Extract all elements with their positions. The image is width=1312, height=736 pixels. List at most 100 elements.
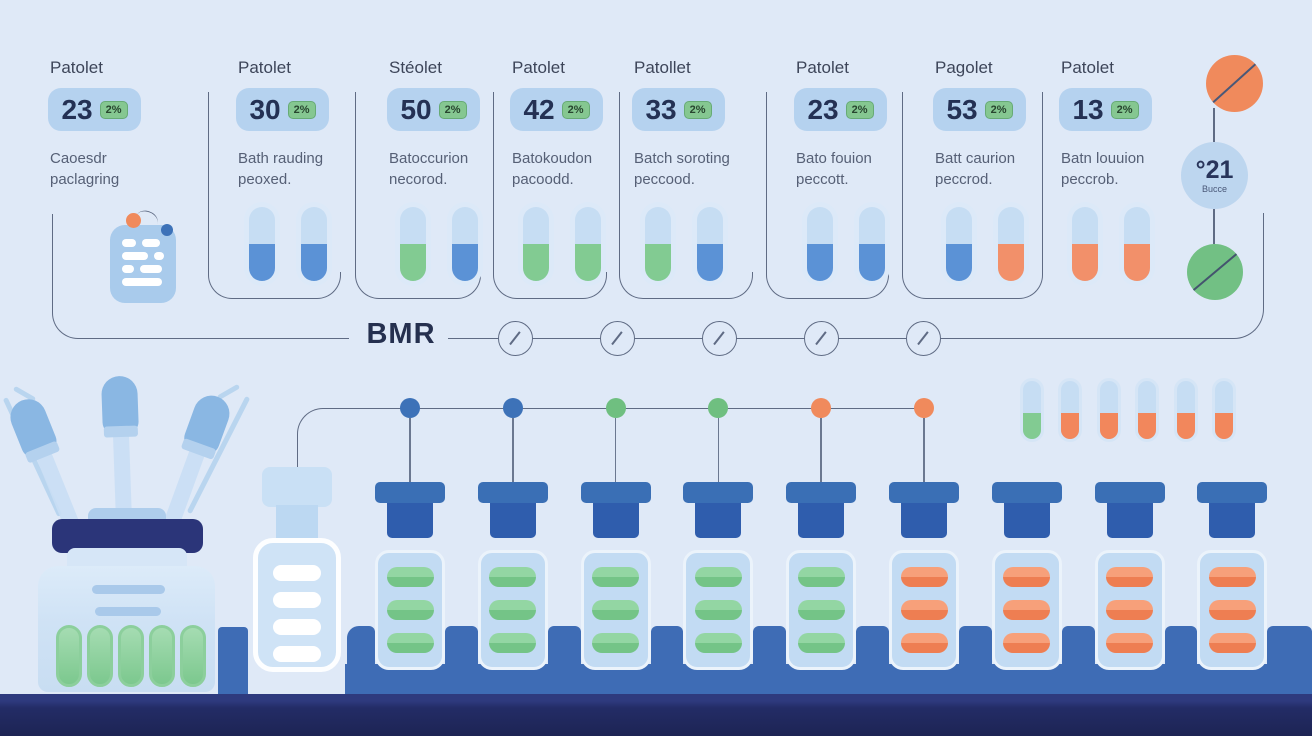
process-drop-line [614,418,617,482]
stopper-cap-top [889,482,959,503]
card-count: 13 [1072,93,1104,125]
card-description: Bato fouion peccott. [796,150,872,188]
capsule-body [1072,207,1098,281]
conveyor-block [347,626,375,694]
flow-connector-line [1213,108,1215,142]
conveyor-block [959,626,992,694]
blister-pill [1106,600,1154,620]
process-drop-line [409,418,411,482]
blister-vial [889,550,959,670]
bmr-label: BMR [362,318,440,351]
conveyor-block [1061,626,1095,694]
card-percent-chip: 2% [438,100,467,119]
blister-pill [1003,600,1051,620]
blister-vial [1094,550,1165,670]
process-drop-line [820,418,822,482]
capsule-row-fill [1138,412,1157,439]
process-dot [914,398,934,418]
check-circle-icon [600,321,635,356]
conveyor-block [1267,626,1312,694]
temp-circle: °21 Bucce [1181,142,1248,209]
capsule-row-fill [1099,412,1118,439]
capsule-icon [692,202,728,286]
capsule-fill [452,244,478,281]
stopper-cap-top [1197,482,1268,503]
capsule-icon [244,202,280,286]
card-percent-chip: 2% [984,100,1013,119]
process-dot [400,398,420,418]
capsule-icon [447,202,483,286]
card-title: Patolet [50,58,103,77]
blister-pill [489,600,537,620]
capsule-fill [523,244,549,281]
blister-pill [1106,633,1154,653]
stopper-cap-top [786,482,857,503]
doc-text-line [122,239,136,247]
card-bracket-line [493,92,583,299]
card-count: 30 [249,93,281,125]
conveyor-block [547,626,581,694]
doc-text-line [122,278,162,286]
capsule-fill [859,244,885,281]
blister-pill [592,567,640,587]
card-description: Batokoudon pacoodd. [512,150,593,188]
stopper-cap-base [901,503,947,538]
process-drop-line [512,418,514,482]
blister-pill [1208,600,1256,620]
blister-vial [1197,550,1268,670]
white-vial-pill [273,592,321,608]
capsule-row-body [1099,381,1118,439]
capsule-fill [400,244,426,281]
capsule-fill [1124,244,1150,281]
capsule-body [998,207,1024,281]
bmr-line-left [52,214,349,339]
card-count: 50 [400,93,432,125]
doc-text-line [122,252,148,260]
jar-body [38,566,215,692]
capsule-row-body [1023,381,1041,439]
capsule-icon [993,202,1029,286]
card-description: Batt caurion peccrod. [935,150,1016,188]
card-bracket-line [902,92,1043,299]
capsule-body [697,207,723,281]
capsule-icon [395,202,431,286]
capsule-row-item [1135,378,1160,442]
card-bracket-line [208,92,317,299]
card-title: Patolet [512,58,565,77]
card-title: Patolet [1061,58,1114,77]
conveyor-pillar [218,627,248,694]
blister-pill [386,633,434,653]
blister-pill [900,633,948,653]
capsule-row-fill [1023,412,1041,439]
blister-pill [694,600,742,620]
check-circle-icon [906,321,941,356]
white-vial-pill [273,619,321,635]
capsule-fill [946,244,972,281]
blister-pill [1208,567,1256,587]
capsule-icon [941,202,977,286]
capsule-body [575,207,601,281]
conveyor-block [753,626,787,694]
card-percent-chip: 2% [561,100,590,119]
stopper-cap-top [580,482,651,503]
blister-vial [375,550,445,670]
card-title: Patollet [634,58,691,77]
card-count: 23 [61,93,93,125]
card-count: 33 [645,93,677,125]
stopper-cap-base [695,503,742,538]
blister-pill [797,567,845,587]
doc-text-line [140,265,162,273]
temp-value: °21 [1195,155,1234,184]
floor [0,694,1312,736]
capsule-fill [645,244,671,281]
process-dot [811,398,832,418]
blister-vial [477,550,548,670]
capsule-row-body [1138,381,1157,439]
